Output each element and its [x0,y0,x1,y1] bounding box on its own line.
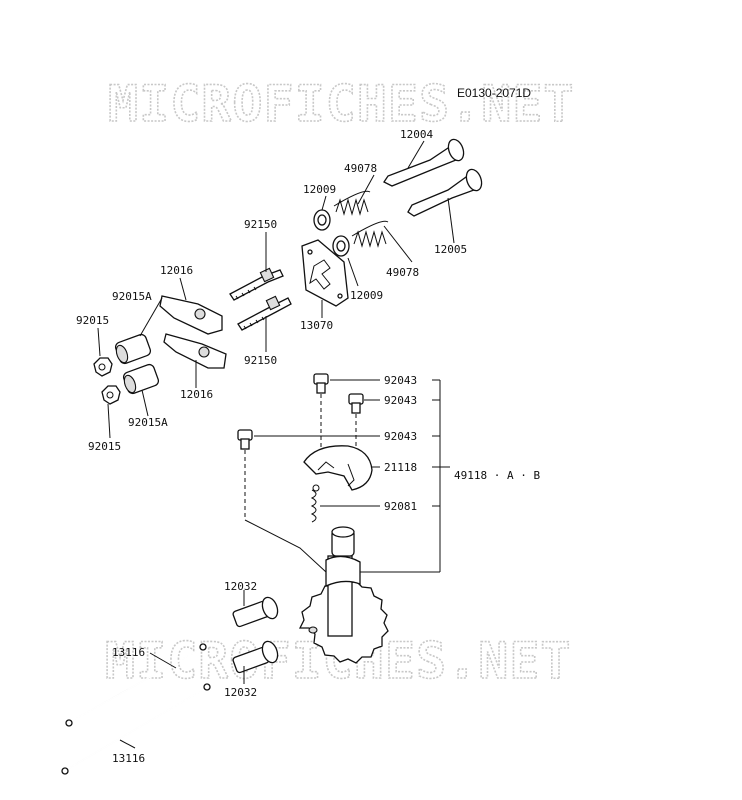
label-12016-upper: 12016 [160,264,193,277]
label-92015-upper: 92015 [76,314,109,327]
label-12004: 12004 [400,128,433,141]
camshaft-gear [298,526,389,664]
label-49078-lower: 49078 [386,266,419,279]
tappet-12032-upper [232,596,279,628]
label-92015A-upper: 92015A [112,290,152,303]
label-92015-lower: 92015 [88,440,121,453]
label-13116-lower: 13116 [112,752,145,765]
governor-plate-21118 [303,445,373,491]
label-13070: 13070 [300,319,333,332]
washer-12009-upper [313,209,331,231]
leader-lines [97,140,455,749]
label-49118-A-B: 49118 · A · B [454,469,540,482]
valve-12004 [383,138,465,187]
nut-92015-lower [101,385,121,405]
label-49078-upper: 49078 [344,162,377,175]
gasket-plate-13070 [301,239,349,307]
stud-92150-lower [237,295,292,331]
label-92150-lower: 92150 [244,354,277,367]
label-12032-upper: 12032 [224,580,257,593]
pin-92043-b [348,393,364,414]
label-12009-lower: 12009 [350,289,383,302]
spring-49078-upper [333,190,371,216]
rocker-arm-12016-upper [159,295,223,335]
label-92081: 92081 [384,500,417,513]
push-rod-13116-lower [61,683,211,775]
label-92150-upper: 92150 [244,218,277,231]
watermark-top: MICROFICHES.NET [108,75,575,133]
label-12032-lower: 12032 [224,686,257,699]
label-92043-a: 92043 [384,374,417,387]
adjuster-92015A-lower [122,363,160,395]
pin-92043-a [313,373,329,394]
rocker-arm-12016-lower [163,333,227,369]
label-92043-c: 92043 [384,430,417,443]
label-21118: 21118 [384,461,417,474]
diagram-code: E0130-2071D [457,86,531,100]
spring-92081 [310,484,320,523]
label-92015A-lower: 92015A [128,416,168,429]
valve-12005 [407,168,483,217]
label-13116-upper: 13116 [112,646,145,659]
washer-12009-lower [332,235,350,257]
tappet-12032-lower [232,640,279,674]
label-92043-b: 92043 [384,394,417,407]
push-rod-13116-upper [65,643,207,727]
adjuster-92015A-upper [114,333,152,365]
pin-92043-c [237,429,253,450]
spring-49078-lower [351,220,389,248]
label-12009-upper: 12009 [303,183,336,196]
stud-92150-upper [229,267,284,301]
label-12005: 12005 [434,243,467,256]
label-12016-lower: 12016 [180,388,213,401]
nut-92015-upper [93,357,113,377]
